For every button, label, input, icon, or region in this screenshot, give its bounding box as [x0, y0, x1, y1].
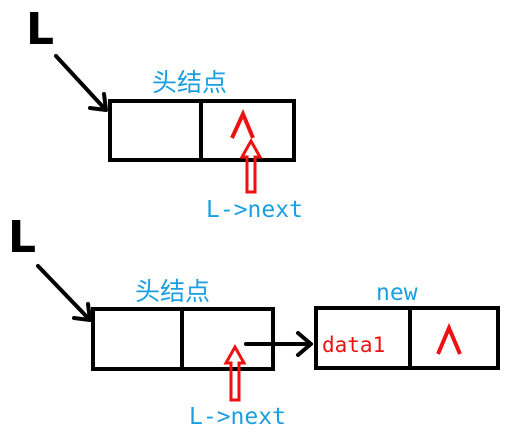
bottom-list-var-label: L [8, 212, 36, 263]
new-node-label: new [376, 280, 418, 306]
bottom-caret-up-icon [436, 322, 462, 355]
bottom-diagram: L 头结点 new data1 L->next [8, 212, 500, 430]
new-node-box [314, 306, 500, 370]
top-l-pointer-arrow [54, 54, 106, 110]
bottom-l-pointer-arrowhead [72, 302, 92, 322]
top-l-pointer-arrowhead [88, 92, 108, 112]
top-list-var-label: L [26, 4, 54, 55]
top-next-pointer-label: L->next [206, 197, 303, 223]
bottom-next-link-arrowhead [296, 331, 313, 357]
bottom-l-pointer-arrow [36, 264, 90, 320]
top-caret-up-icon [230, 109, 255, 139]
new-node-data-label: data1 [322, 333, 385, 357]
top-head-node-label: 头结点 [152, 68, 227, 97]
bottom-hollow-up-arrow-icon [223, 343, 247, 402]
bottom-next-pointer-label: L->next [189, 404, 286, 430]
bottom-head-node-label: 头结点 [135, 277, 210, 306]
top-hollow-up-arrow-icon [239, 137, 263, 194]
top-diagram: L 头结点 L->next [26, 4, 303, 223]
